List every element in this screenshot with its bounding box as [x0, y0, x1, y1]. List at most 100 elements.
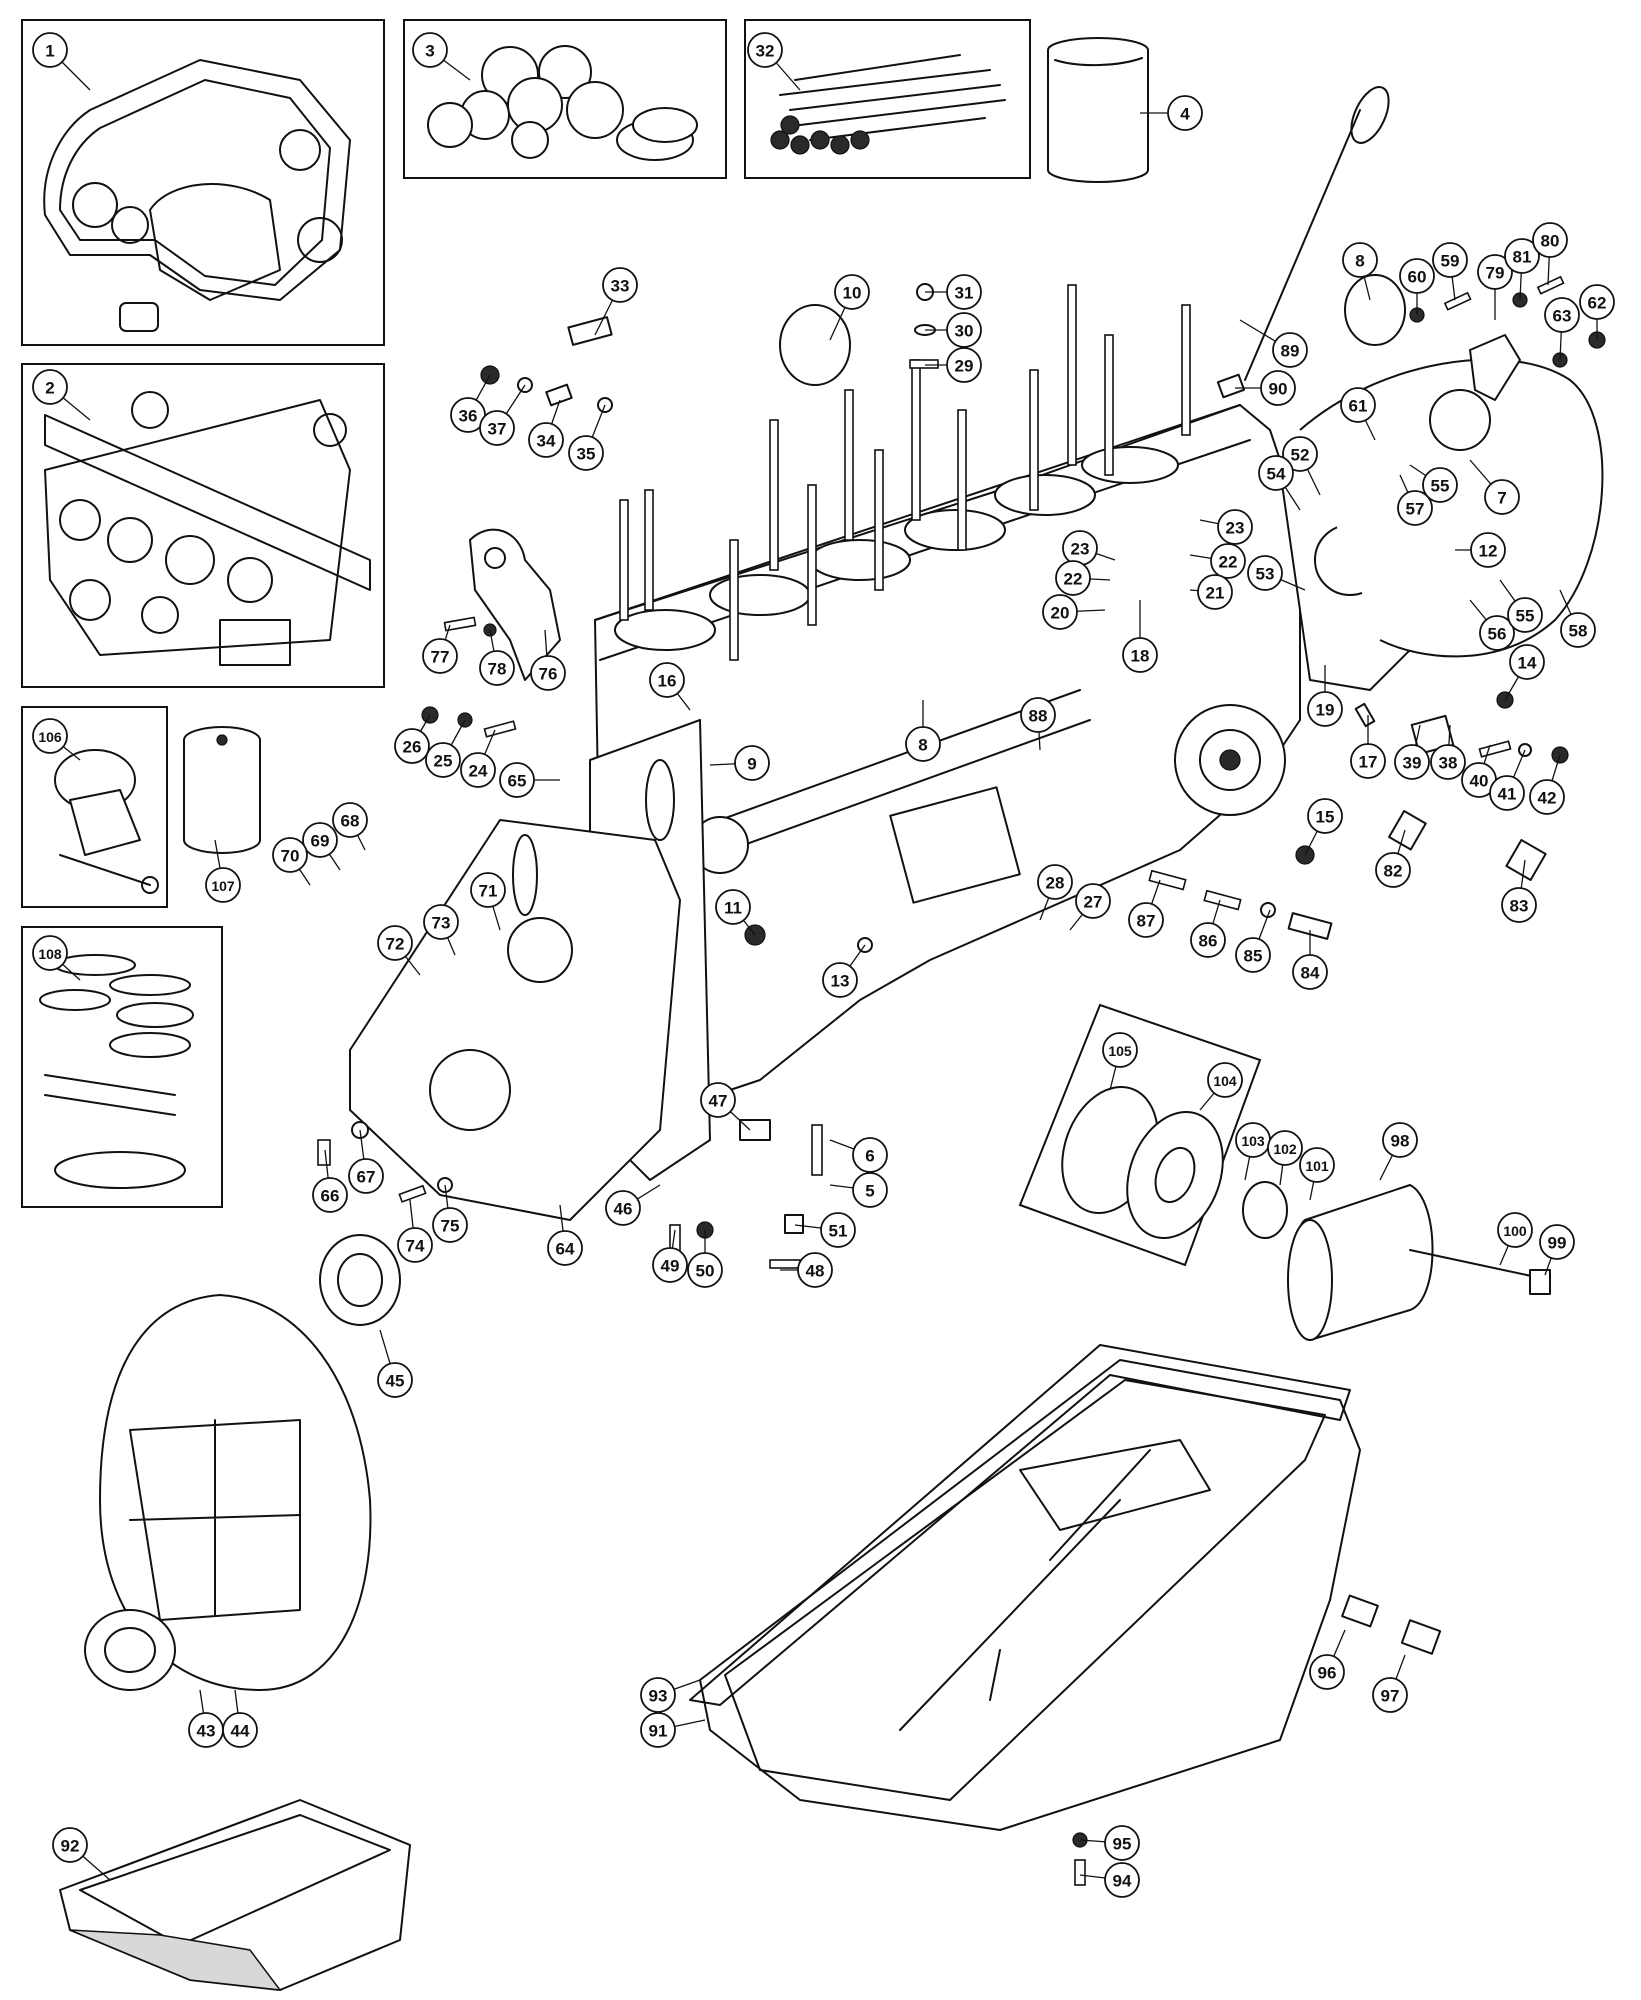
callout-21: 21	[1197, 574, 1233, 610]
callout-23: 23	[1217, 509, 1253, 545]
callout-circle	[1207, 1062, 1243, 1098]
callout-number: 58	[1569, 622, 1588, 641]
callout-circle	[1579, 284, 1615, 320]
callout-circle	[1350, 743, 1386, 779]
callout-circle	[470, 872, 506, 908]
callout-circle	[1501, 887, 1537, 923]
callout-9: 9	[734, 745, 770, 781]
callout-43: 43	[188, 1712, 224, 1748]
callout-circle	[1235, 937, 1271, 973]
callout-12: 12	[1470, 532, 1506, 568]
callout-number: 92	[61, 1837, 80, 1856]
callout-circle	[1399, 258, 1435, 294]
callout-40: 40	[1461, 762, 1497, 798]
callout-circle	[820, 1212, 856, 1248]
callout-circle	[1382, 1122, 1418, 1158]
callout-number: 91	[649, 1722, 668, 1741]
callout-27: 27	[1075, 883, 1111, 919]
callout-circle	[1477, 254, 1513, 290]
callout-circle	[205, 867, 241, 903]
callout-30: 30	[946, 312, 982, 348]
callout-circle	[1539, 1224, 1575, 1260]
callout-number: 7	[1497, 489, 1506, 508]
drain-plug-96	[1341, 1594, 1379, 1628]
cylinder-liner-4	[1047, 37, 1149, 183]
callout-72: 72	[377, 925, 413, 961]
callout-105: 105	[1102, 1032, 1138, 1068]
callout-number: 29	[955, 357, 974, 376]
callout-number: 74	[406, 1237, 425, 1256]
callout-circle	[1128, 902, 1164, 938]
callout-28: 28	[1037, 864, 1073, 900]
callout-82: 82	[1375, 852, 1411, 888]
inset-box-filter-element-104	[1018, 1003, 1262, 1267]
callout-number: 55	[1516, 607, 1535, 626]
callout-circle	[700, 1082, 736, 1118]
callout-6: 6	[852, 1137, 888, 1173]
callout-53: 53	[1247, 555, 1283, 591]
callout-number: 102	[1273, 1141, 1297, 1157]
callout-circle	[797, 1252, 833, 1288]
callout-number: 80	[1541, 232, 1560, 251]
callout-14: 14	[1509, 644, 1545, 680]
callout-circle	[1484, 479, 1520, 515]
callout-number: 94	[1113, 1872, 1132, 1891]
callout-number: 53	[1256, 565, 1275, 584]
callout-circle	[32, 935, 68, 971]
callout-circle	[1532, 222, 1568, 258]
callout-46: 46	[605, 1190, 641, 1226]
callout-circle	[1430, 744, 1466, 780]
callout-number: 64	[556, 1240, 575, 1259]
callout-circle	[1489, 775, 1525, 811]
callout-circle	[946, 347, 982, 383]
callout-108: 108	[32, 935, 68, 971]
callout-17: 17	[1350, 743, 1386, 779]
callout-number: 88	[1029, 707, 1048, 726]
callout-circle	[332, 802, 368, 838]
callout-number: 24	[469, 762, 488, 781]
callout-number: 18	[1131, 647, 1150, 666]
callout-41: 41	[1489, 775, 1525, 811]
callout-55: 55	[1422, 467, 1458, 503]
callout-circle	[32, 369, 68, 405]
callout-number: 68	[341, 812, 360, 831]
callout-95: 95	[1104, 1825, 1140, 1861]
callout-number: 107	[211, 878, 235, 894]
callout-number: 34	[537, 432, 556, 451]
callout-number: 2	[45, 379, 54, 398]
callout-number: 59	[1441, 252, 1460, 271]
callout-number: 33	[611, 277, 630, 296]
callout-103: 103	[1235, 1122, 1271, 1158]
callout-71: 71	[470, 872, 506, 908]
callout-number: 28	[1046, 874, 1065, 893]
callout-number: 69	[311, 832, 330, 851]
callout-42: 42	[1529, 779, 1565, 815]
callout-68: 68	[332, 802, 368, 838]
callout-number: 36	[459, 407, 478, 426]
callout-23: 23	[1062, 530, 1098, 566]
callout-number: 76	[539, 665, 558, 684]
callout-number: 10	[843, 284, 862, 303]
callout-circle	[52, 1827, 88, 1863]
callout-number: 43	[197, 1722, 216, 1741]
callout-circle	[422, 638, 458, 674]
callout-circle	[1479, 615, 1515, 651]
callout-93: 93	[640, 1677, 676, 1713]
callout-number: 95	[1113, 1835, 1132, 1854]
callout-number: 45	[386, 1372, 405, 1391]
callout-50: 50	[687, 1252, 723, 1288]
callout-number: 61	[1349, 397, 1368, 416]
callout-circle	[1529, 779, 1565, 815]
callout-102: 102	[1267, 1130, 1303, 1166]
callout-number: 105	[1108, 1043, 1132, 1059]
timing-cover-43	[84, 1294, 372, 1691]
callout-number: 83	[1510, 897, 1529, 916]
callout-1: 1	[32, 32, 68, 68]
callout-67: 67	[348, 1158, 384, 1194]
callout-98: 98	[1382, 1122, 1418, 1158]
callout-number: 54	[1267, 465, 1286, 484]
callout-84: 84	[1292, 954, 1328, 990]
callout-circle	[528, 422, 564, 458]
callout-number: 99	[1548, 1234, 1567, 1253]
callout-74: 74	[397, 1227, 433, 1263]
